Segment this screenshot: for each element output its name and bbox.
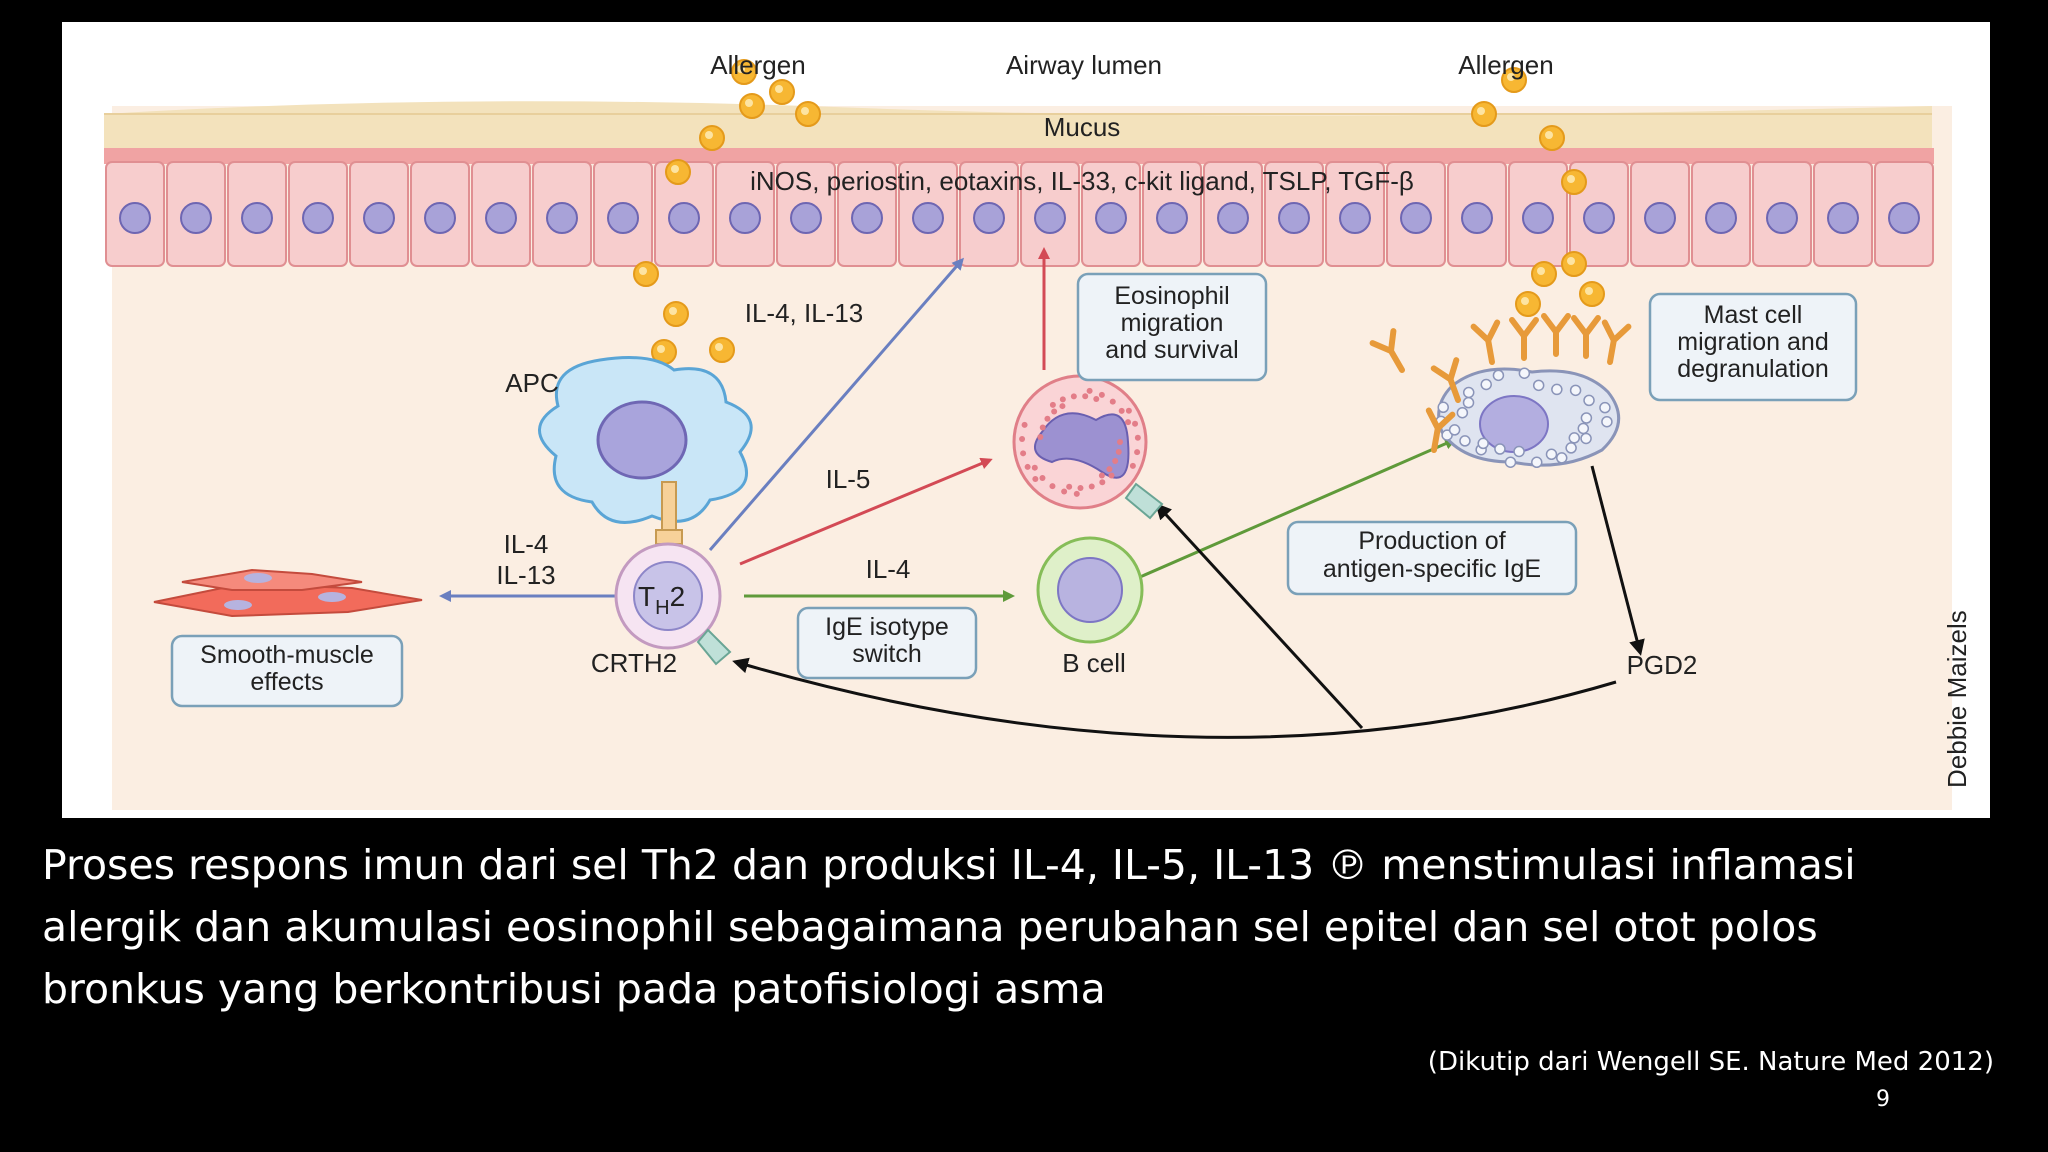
label-b-cell: B cell bbox=[1062, 648, 1126, 678]
label-crth2: CRTH2 bbox=[591, 648, 677, 678]
arrow-il4-il13-to-epithelium bbox=[708, 257, 964, 551]
label-allergen-right: Allergen bbox=[1458, 50, 1553, 80]
label-il4-mid: IL-4 bbox=[866, 554, 911, 584]
label-il13-left: IL-13 bbox=[496, 560, 555, 590]
mast-cell bbox=[1435, 367, 1621, 469]
ige-antibodies bbox=[1369, 313, 1632, 453]
box-mast-cell-migration: Mast cell migration and degranulation bbox=[1648, 292, 1858, 402]
label-allergen-left: Allergen bbox=[710, 50, 805, 80]
svg-text:Eosinophil: Eosinophil bbox=[1114, 282, 1229, 310]
svg-text:migration and: migration and bbox=[1677, 328, 1828, 356]
label-epithelial-factors: iNOS, periostin, eotaxins, IL-33, c-kit … bbox=[750, 166, 1414, 196]
arrow-pgd2-to-eosinophil bbox=[1155, 503, 1364, 730]
box-eosinophil-migration: Eosinophil migration and survival bbox=[1076, 272, 1268, 382]
th2-cell bbox=[614, 542, 732, 666]
svg-text:and survival: and survival bbox=[1105, 336, 1238, 364]
label-il4-il13-top: IL-4, IL-13 bbox=[745, 298, 864, 328]
b-cell bbox=[1036, 536, 1144, 644]
svg-text:migration: migration bbox=[1121, 309, 1224, 337]
label-credit: Debbie Maizels bbox=[1942, 610, 1972, 788]
label-th2: TH2 bbox=[638, 581, 685, 619]
svg-text:degranulation: degranulation bbox=[1677, 355, 1829, 383]
label-il5: IL-5 bbox=[826, 464, 871, 494]
arrow-mast-cell-to-pgd2 bbox=[1590, 465, 1645, 656]
smooth-muscle-cells bbox=[153, 568, 423, 618]
label-il4-left: IL-4 bbox=[504, 529, 549, 559]
label-mucus: Mucus bbox=[1044, 112, 1121, 142]
svg-text:effects: effects bbox=[250, 668, 323, 696]
label-pgd2: PGD2 bbox=[1627, 650, 1698, 680]
apc-cell bbox=[538, 356, 753, 545]
arrow-pgd2-to-crth2 bbox=[732, 657, 1617, 739]
box-production-ige: Production of antigen-specific IgE bbox=[1286, 520, 1578, 596]
label-airway-lumen: Airway lumen bbox=[1006, 50, 1162, 80]
box-smooth-muscle-effects: Smooth-muscle effects bbox=[170, 634, 404, 708]
svg-text:Smooth-muscle: Smooth-muscle bbox=[200, 641, 374, 669]
svg-text:switch: switch bbox=[852, 640, 921, 668]
slide-caption: Proses respons imun dari sel Th2 dan pro… bbox=[42, 841, 1856, 1013]
svg-text:Mast cell: Mast cell bbox=[1704, 301, 1803, 329]
citation: (Dikutip dari Wengell SE. Nature Med 201… bbox=[1427, 1047, 1994, 1077]
allergen-particles bbox=[633, 59, 1605, 365]
arrow-il5-to-eosinophil bbox=[739, 457, 993, 566]
slide-number: 9 bbox=[1876, 1087, 1890, 1112]
label-apc: APC bbox=[505, 368, 558, 398]
arrow-ige-to-mast-cell bbox=[1139, 438, 1457, 579]
cilia-band bbox=[104, 148, 1934, 164]
svg-text:Production of: Production of bbox=[1358, 527, 1505, 555]
svg-text:antigen-specific IgE: antigen-specific IgE bbox=[1323, 555, 1541, 583]
epithelial-cells bbox=[105, 161, 1934, 267]
eosinophil-cell bbox=[1012, 374, 1164, 520]
asthma-pathway-figure: Eosinophil migration and survival Mast c… bbox=[62, 22, 1990, 818]
diagram-canvas: Eosinophil migration and survival Mast c… bbox=[104, 50, 1972, 810]
svg-text:IgE isotype: IgE isotype bbox=[825, 613, 949, 641]
box-ige-isotype-switch: IgE isotype switch bbox=[796, 606, 978, 680]
